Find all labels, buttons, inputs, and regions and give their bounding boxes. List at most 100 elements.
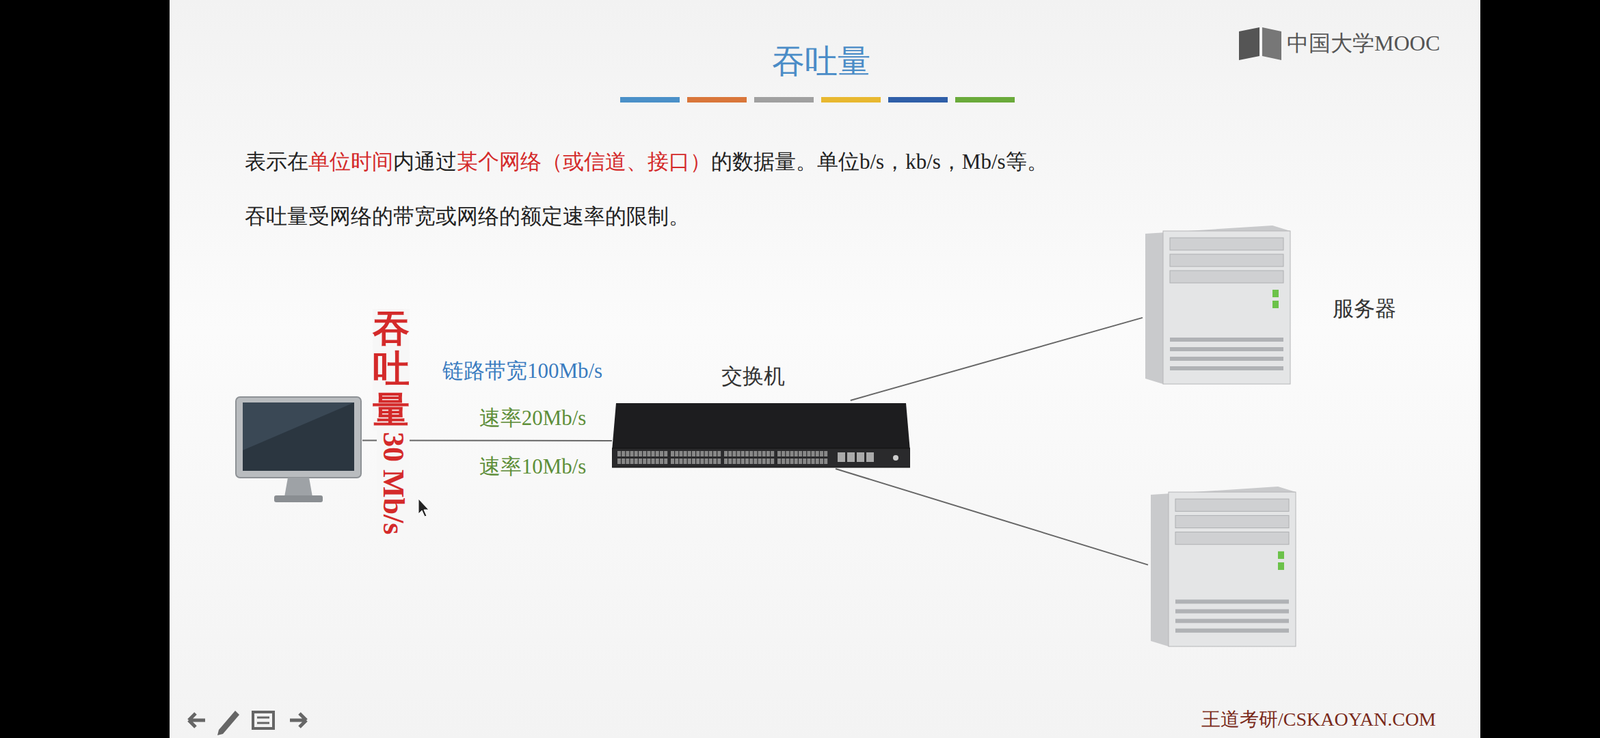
monitor-screen [242, 402, 355, 472]
port [659, 458, 664, 465]
port [621, 451, 625, 457]
body-text: 吞吐量受网络的带宽或网络的额定速率的限制。 [244, 202, 690, 232]
port [709, 451, 713, 457]
port [741, 451, 745, 457]
port [732, 451, 736, 457]
port [651, 451, 656, 457]
port [745, 458, 749, 465]
watermark: 王道考研/CSKAOYAN.COM [1201, 707, 1436, 733]
port [811, 451, 816, 457]
port [717, 458, 721, 465]
device-illustration [611, 400, 911, 470]
logo-text: 中国大学MOOC [1286, 28, 1440, 59]
port [724, 458, 728, 465]
port [687, 458, 692, 465]
node-label: 交换机 [721, 362, 785, 392]
port [749, 458, 753, 465]
throughput-vertical: 吞吐量 [372, 309, 410, 431]
sfp-port [856, 452, 865, 463]
port [691, 458, 696, 465]
sfp-port [866, 452, 874, 463]
nav-icons [188, 711, 307, 736]
port [762, 451, 766, 457]
port [638, 458, 643, 465]
port [683, 458, 688, 465]
port [777, 458, 781, 465]
slide-title: 吞吐量 [771, 39, 871, 84]
body-text: 内通过 [393, 149, 457, 174]
port [642, 451, 647, 457]
vent [1169, 337, 1284, 342]
port [700, 458, 704, 465]
vent [1175, 609, 1289, 615]
port [621, 458, 625, 465]
port [678, 451, 683, 457]
vent [1169, 347, 1284, 352]
port [638, 451, 643, 457]
port [777, 451, 781, 457]
port [766, 451, 770, 457]
port [659, 451, 664, 457]
port [798, 458, 803, 465]
port [758, 451, 762, 457]
vent [1169, 356, 1284, 362]
port [781, 451, 785, 457]
vent [1175, 599, 1289, 604]
led [892, 455, 899, 461]
port [630, 451, 634, 457]
port [704, 451, 709, 457]
port [802, 458, 807, 465]
monitor-base [274, 495, 323, 503]
port [811, 458, 816, 465]
port [696, 458, 700, 465]
device-illustration [234, 395, 363, 506]
led [1277, 562, 1285, 571]
device-illustration [1148, 485, 1299, 649]
rate-label: 速率20Mb/s [479, 404, 587, 433]
port [617, 451, 621, 457]
led [1277, 551, 1285, 560]
port [762, 458, 766, 465]
port [823, 451, 828, 457]
port [625, 458, 630, 465]
port [713, 451, 717, 457]
port [674, 451, 679, 457]
led [1272, 300, 1279, 309]
port [815, 458, 820, 465]
rate-label: 速率10Mb/s [479, 452, 587, 482]
port [663, 458, 668, 465]
port [790, 451, 794, 457]
port [728, 458, 732, 465]
vent [1175, 619, 1289, 624]
port [819, 458, 824, 465]
port [749, 451, 753, 457]
port [819, 451, 824, 457]
server-side [1150, 486, 1296, 647]
port [678, 458, 683, 465]
port [753, 451, 757, 457]
device-illustration [1142, 224, 1293, 386]
network-link [835, 469, 1149, 566]
port [646, 451, 651, 457]
monitor-stand [284, 477, 313, 498]
port [696, 451, 700, 457]
port [815, 451, 820, 457]
port [781, 458, 785, 465]
port [802, 451, 807, 457]
port [646, 458, 651, 465]
port [798, 451, 803, 457]
port [770, 451, 775, 457]
port [687, 451, 692, 457]
highlight-text: 单位时间 [308, 149, 394, 174]
port [655, 458, 660, 465]
port [670, 451, 675, 457]
drive-bay [1169, 237, 1284, 251]
port [651, 458, 656, 465]
network-link [850, 317, 1143, 401]
throughput-value: 30 Mb/s [376, 430, 410, 537]
port [728, 451, 732, 457]
title-bars [620, 97, 1015, 103]
server-front [1168, 492, 1296, 647]
monitor-bezel [235, 397, 362, 478]
port [766, 458, 770, 465]
